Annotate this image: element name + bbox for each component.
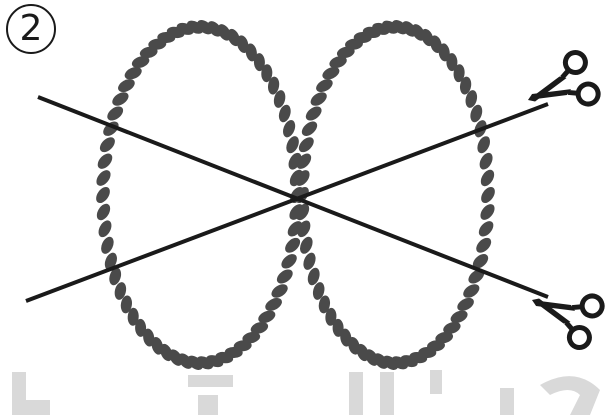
rope-bead — [96, 218, 114, 239]
rope-bead — [110, 89, 131, 108]
step-number-badge: 2 — [6, 4, 56, 54]
rope-bead — [475, 134, 493, 155]
rope-bead — [455, 295, 476, 313]
rope-bead — [94, 168, 114, 189]
rope-bead — [473, 235, 493, 256]
rope-bead — [478, 184, 497, 205]
rope-bead — [478, 167, 497, 188]
watermark — [12, 370, 600, 415]
rope-bead — [303, 104, 324, 124]
rope-bead — [476, 218, 496, 239]
rope-bead — [94, 201, 113, 222]
rope-bead — [95, 151, 115, 172]
rope-figure-eight — [93, 17, 497, 373]
rope-bead — [284, 134, 302, 155]
rope-bead — [296, 134, 316, 155]
rope-bead — [263, 295, 284, 313]
rope-bead — [308, 89, 329, 108]
rope-bead — [477, 151, 495, 172]
rope-bead — [299, 119, 320, 139]
rope-bead — [282, 235, 303, 255]
rope-bead — [274, 267, 295, 287]
rope-bead — [99, 235, 117, 256]
rope-bead — [298, 235, 316, 256]
rope-bead — [105, 104, 126, 124]
step-number: 2 — [20, 11, 43, 47]
scissors-icon — [518, 49, 601, 125]
rope-bead — [314, 76, 335, 94]
rope-bead — [116, 76, 137, 94]
rope-bead — [478, 202, 498, 223]
scissors-icon — [522, 275, 605, 351]
rope-bead — [461, 281, 482, 300]
rope-bead — [97, 134, 118, 154]
rope-bead — [93, 184, 112, 205]
rope-bead — [269, 281, 290, 300]
rope-bead — [279, 251, 300, 271]
